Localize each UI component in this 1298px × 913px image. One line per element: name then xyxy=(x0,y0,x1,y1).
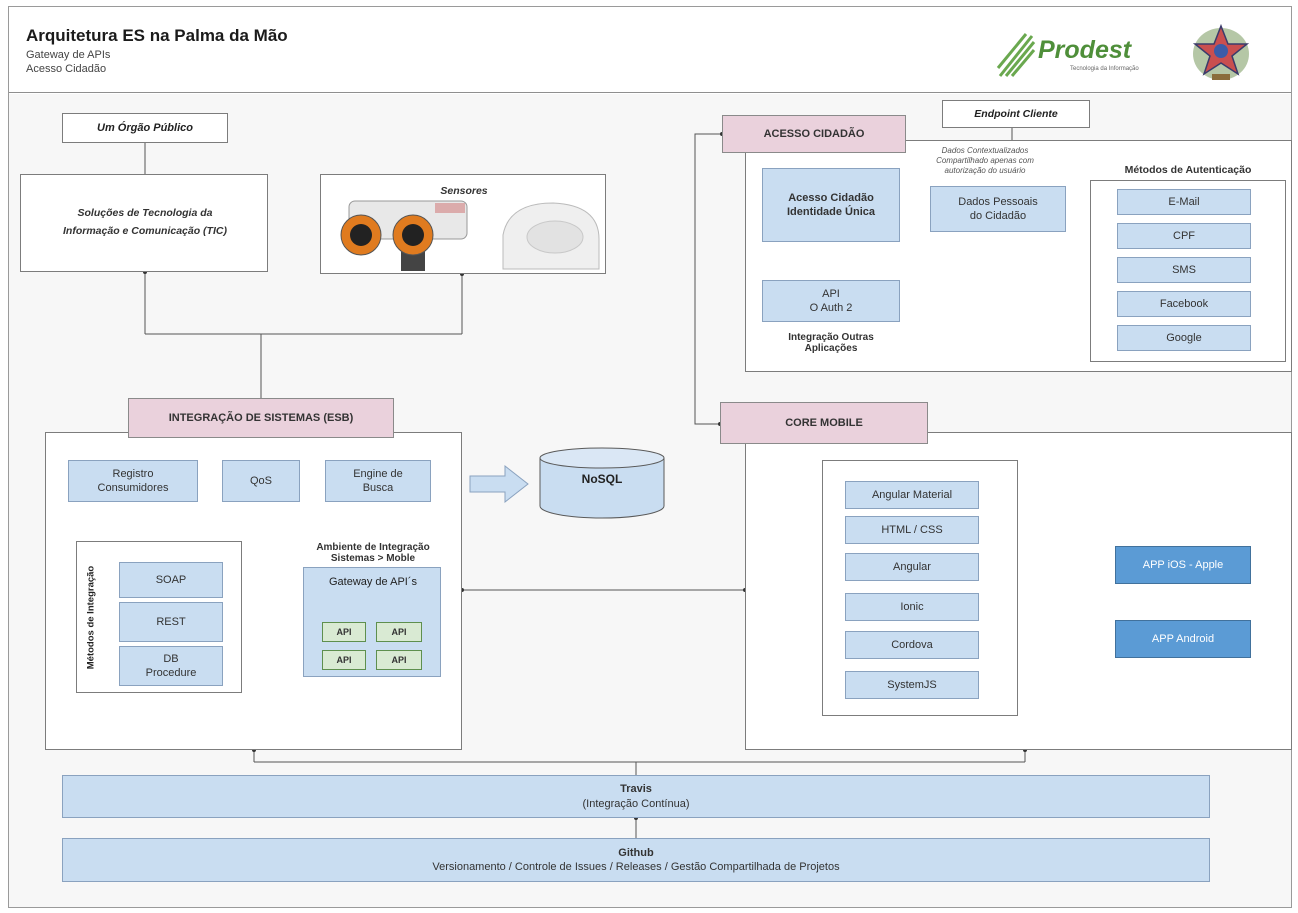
engine-line1: Engine de xyxy=(353,467,403,480)
api-tile: API xyxy=(322,650,366,670)
auth-facebook-box: Facebook xyxy=(1117,291,1251,317)
dados-pessoais-line1: Dados Pessoais xyxy=(958,195,1038,208)
dados-ctx-line1: Dados Contextualizados xyxy=(941,146,1029,155)
github-title: Github xyxy=(618,846,654,859)
auth-cpf-box: CPF xyxy=(1117,223,1251,249)
stack-systemjs: SystemJS xyxy=(845,671,979,699)
stack-angular-material: Angular Material xyxy=(845,481,979,509)
auth-email-box: E-Mail xyxy=(1117,189,1251,215)
api-oauth2-box: API O Auth 2 xyxy=(762,280,900,322)
page-subtitle-gateway: Gateway de APIs xyxy=(26,49,111,61)
api-oauth-line2: O Auth 2 xyxy=(809,302,853,314)
coat-of-arms-icon xyxy=(1184,16,1258,86)
database-icon xyxy=(539,447,665,519)
qos-box: QoS xyxy=(222,460,300,502)
metodos-autenticacao-label: Métodos de Autenticação xyxy=(1124,164,1252,176)
api-tile: API xyxy=(376,650,422,670)
metodos-integracao-box: Métodos de Integração SOAP REST DB Proced… xyxy=(76,541,242,693)
app-android-box: APP Android xyxy=(1115,620,1251,658)
sensores-box: Sensores xyxy=(320,174,606,274)
auth-google-box: Google xyxy=(1117,325,1251,351)
endpoint-cliente-box: Endpoint Cliente xyxy=(942,100,1090,128)
header-bar xyxy=(9,7,1291,93)
dados-pessoais-box: Dados Pessoais do Cidadão xyxy=(930,186,1066,232)
engine-busca-box: Engine de Busca xyxy=(325,460,431,502)
integracao-outras-label: Integração Outras Aplicações xyxy=(762,332,900,354)
page-title: Arquitetura ES na Palma da Mão xyxy=(26,26,288,45)
esb-title: INTEGRAÇÃO DE SISTEMAS (ESB) xyxy=(128,398,394,438)
registro-line1: Registro xyxy=(112,467,154,480)
tic-label-line2: Informação e Comunicação (TIC) xyxy=(63,225,227,237)
acesso-cidadao-title: ACESSO CIDADÃO xyxy=(722,115,906,153)
metodos-autenticacao-box: E-Mail CPF SMS Facebook Google xyxy=(1090,180,1286,362)
integracao-line1: Integração Outras xyxy=(788,332,874,343)
gateway-label: Gateway de API´s xyxy=(328,576,418,588)
dados-contextualizados-note: Dados Contextualizados Compartilhado ape… xyxy=(905,146,1065,176)
stack-html-css: HTML / CSS xyxy=(845,516,979,544)
identidade-line2: Identidade Única xyxy=(786,206,876,218)
travis-subtitle: (Integração Contínua) xyxy=(582,797,690,810)
orgao-publico-box: Um Órgão Público xyxy=(62,113,228,143)
travis-title: Travis xyxy=(620,783,652,796)
dados-pessoais-line2: do Cidadão xyxy=(969,210,1027,222)
ambiente-integracao-label: Ambiente de Integração Sistemas > Moble xyxy=(280,542,466,564)
github-subtitle: Versionamento / Controle de Issues / Rel… xyxy=(432,861,840,873)
stack-ionic: Ionic xyxy=(845,593,979,621)
auth-sms-box: SMS xyxy=(1117,257,1251,283)
stack-cordova: Cordova xyxy=(845,631,979,659)
gateway-apis-box: Gateway de API´s API API API API xyxy=(303,567,441,677)
ultrasonic-sensor-icon xyxy=(331,197,473,273)
db-procedure-box: DB Procedure xyxy=(119,646,223,686)
app-ios-box: APP iOS - Apple xyxy=(1115,546,1251,584)
ambiente-line2: Sistemas > Moble xyxy=(330,553,416,564)
sensores-label: Sensores xyxy=(440,185,488,197)
mobile-stack-box: Angular Material HTML / CSS Angular Ioni… xyxy=(822,460,1018,716)
api-tile: API xyxy=(376,622,422,642)
page-subtitle-acesso: Acesso Cidadão xyxy=(26,63,107,75)
db-line1: DB xyxy=(163,652,179,665)
api-oauth-line1: API xyxy=(822,287,840,300)
stack-angular: Angular xyxy=(845,553,979,581)
core-mobile-title: CORE MOBILE xyxy=(720,402,928,444)
dados-ctx-line3: autorização do usuário xyxy=(944,166,1026,175)
tic-box: Soluções de Tecnologia da Informação e C… xyxy=(20,174,268,272)
engine-line2: Busca xyxy=(362,482,394,494)
integracao-line2: Aplicações xyxy=(804,343,858,354)
api-tile: API xyxy=(322,622,366,642)
registro-line2: Consumidores xyxy=(97,482,169,494)
nosql-database: NoSQL xyxy=(538,446,666,520)
soap-box: SOAP xyxy=(119,562,223,598)
nosql-label: NoSQL xyxy=(581,472,623,486)
travis-bar: Travis(Integração Contínua) xyxy=(62,775,1210,818)
dados-ctx-line2: Compartilhado apenas com xyxy=(936,156,1034,165)
prodest-logo-icon xyxy=(996,30,1036,80)
motion-sensor-icon xyxy=(495,199,603,271)
db-line2: Procedure xyxy=(145,667,197,679)
ambiente-line1: Ambiente de Integração xyxy=(316,542,430,553)
prodest-logo-text: Prodest xyxy=(1038,36,1132,64)
prodest-logo-tagline: Tecnologia da Informação xyxy=(1070,66,1139,72)
rest-box: REST xyxy=(119,602,223,642)
identidade-line1: Acesso Cidadão xyxy=(788,191,874,204)
metodos-integracao-vertical-label: Métodos de Integração xyxy=(85,565,97,670)
tic-label-line1: Soluções de Tecnologia da xyxy=(77,207,213,219)
